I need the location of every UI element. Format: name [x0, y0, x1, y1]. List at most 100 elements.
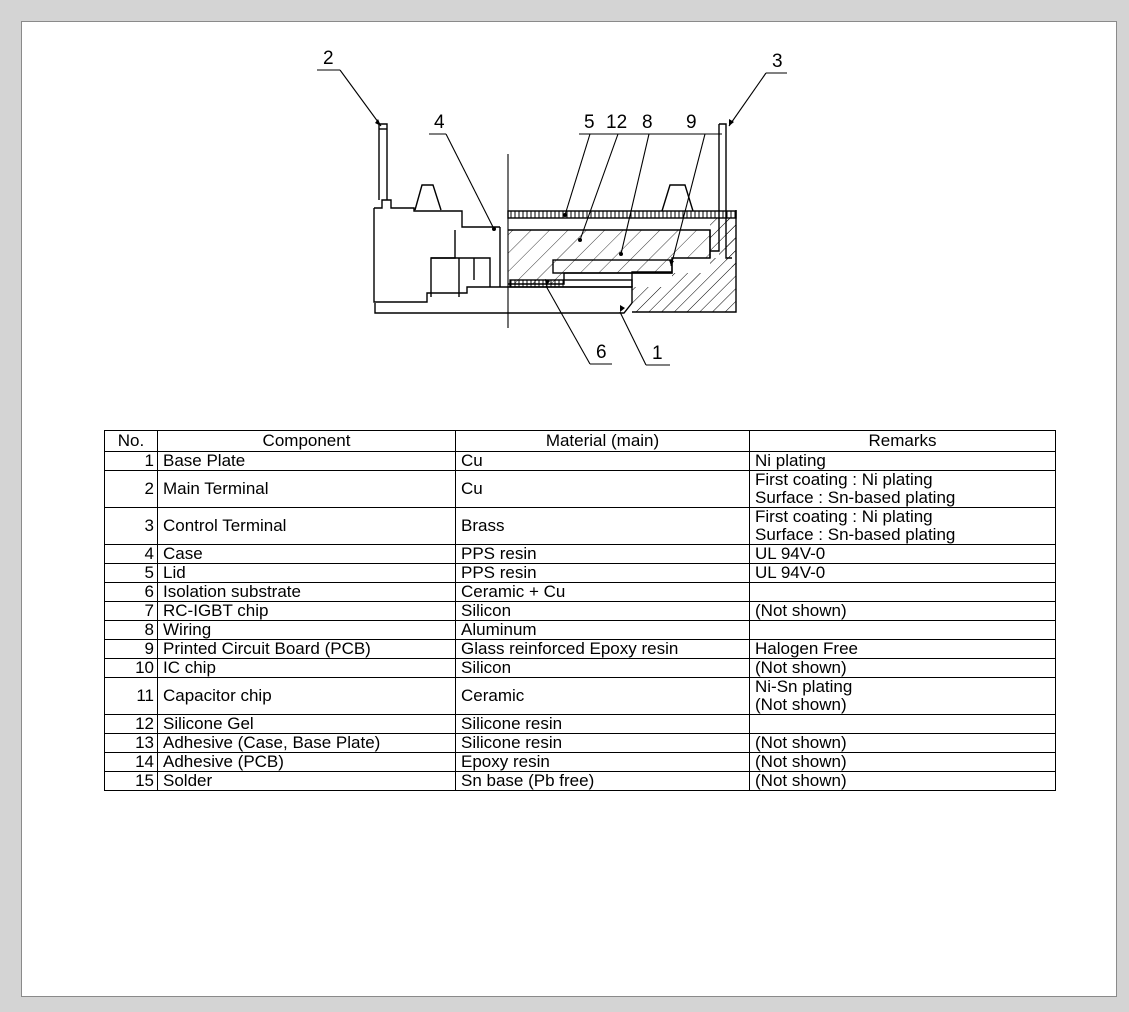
cell-remarks	[749, 620, 1056, 640]
cell-material: Cu	[455, 451, 750, 471]
remarks-line: (Not shown)	[755, 752, 847, 771]
label-8: 8	[642, 112, 653, 133]
remarks-line: (Not shown)	[755, 771, 847, 790]
cell-component: IC chip	[157, 658, 456, 678]
cell-material: Ceramic + Cu	[455, 582, 750, 602]
cell-component: Adhesive (Case, Base Plate)	[157, 733, 456, 753]
cell-no: 15	[104, 771, 158, 791]
remarks-line: Surface : Sn-based plating	[755, 488, 956, 507]
cell-no: 4	[104, 544, 158, 564]
cell-remarks: (Not shown)	[749, 771, 1056, 791]
cell-material: PPS resin	[455, 563, 750, 583]
header-remarks: Remarks	[749, 430, 1056, 452]
remarks-line: (Not shown)	[755, 601, 847, 620]
label-5: 5	[584, 112, 595, 133]
cell-no: 11	[104, 677, 158, 715]
label-1: 1	[652, 343, 663, 364]
cell-component: Adhesive (PCB)	[157, 752, 456, 772]
remarks-line: UL 94V-0	[755, 544, 826, 563]
cell-no: 2	[104, 470, 158, 508]
remarks-line: First coating : Ni plating	[755, 470, 933, 489]
cell-material: Ceramic	[455, 677, 750, 715]
cell-no: 13	[104, 733, 158, 753]
cell-remarks: Ni plating	[749, 451, 1056, 471]
cell-no: 7	[104, 601, 158, 621]
cell-component: Lid	[157, 563, 456, 583]
label-12: 12	[606, 112, 627, 133]
header-no: No.	[104, 430, 158, 452]
cell-material: Sn base (Pb free)	[455, 771, 750, 791]
cell-remarks: (Not shown)	[749, 658, 1056, 678]
cell-material: Epoxy resin	[455, 752, 750, 772]
table-header-row: No. Component Material (main) Remarks	[104, 430, 1056, 452]
cell-no: 9	[104, 639, 158, 659]
cell-remarks: UL 94V-0	[749, 563, 1056, 583]
header-component: Component	[157, 430, 456, 452]
cell-remarks: (Not shown)	[749, 733, 1056, 753]
remarks-line: Surface : Sn-based plating	[755, 525, 956, 544]
remarks-line: (Not shown)	[755, 733, 847, 752]
label-6: 6	[596, 342, 607, 363]
cell-no: 14	[104, 752, 158, 772]
cell-remarks: UL 94V-0	[749, 544, 1056, 564]
cell-remarks: (Not shown)	[749, 752, 1056, 772]
cell-component: Isolation substrate	[157, 582, 456, 602]
cell-material: Cu	[455, 470, 750, 508]
cell-component: RC-IGBT chip	[157, 601, 456, 621]
cell-component: Solder	[157, 771, 456, 791]
cell-remarks: Ni-Sn plating(Not shown)	[749, 677, 1056, 715]
cell-no: 12	[104, 714, 158, 734]
cell-component: Capacitor chip	[157, 677, 456, 715]
cell-no: 1	[104, 451, 158, 471]
cell-material: Silicone resin	[455, 733, 750, 753]
cell-remarks: (Not shown)	[749, 601, 1056, 621]
cell-remarks: Halogen Free	[749, 639, 1056, 659]
cell-no: 10	[104, 658, 158, 678]
cell-component: Main Terminal	[157, 470, 456, 508]
cross-section-drawing: 2 3 4 5 12 8 9 6 1	[317, 48, 787, 366]
cell-component: Silicone Gel	[157, 714, 456, 734]
cell-component: Control Terminal	[157, 507, 456, 545]
label-3: 3	[772, 51, 783, 72]
remarks-line: Ni plating	[755, 451, 826, 470]
cell-material: Silicon	[455, 601, 750, 621]
remarks-line: Halogen Free	[755, 639, 859, 658]
cell-material: Silicone resin	[455, 714, 750, 734]
document-sheet: 2 3 4 5 12 8 9 6 1 No. Component Materia…	[21, 21, 1117, 997]
cell-remarks	[749, 714, 1056, 734]
remarks-line: UL 94V-0	[755, 563, 826, 582]
label-2: 2	[323, 48, 334, 69]
label-4: 4	[434, 112, 445, 133]
cell-material: Aluminum	[455, 620, 750, 640]
cell-no: 5	[104, 563, 158, 583]
header-material: Material (main)	[455, 430, 750, 452]
cell-component: Case	[157, 544, 456, 564]
cell-material: Brass	[455, 507, 750, 545]
remarks-line: Ni-Sn plating	[755, 677, 853, 696]
cell-material: Silicon	[455, 658, 750, 678]
cell-no: 6	[104, 582, 158, 602]
remarks-line: (Not shown)	[755, 695, 847, 714]
cell-no: 3	[104, 507, 158, 545]
remarks-line: First coating : Ni plating	[755, 507, 933, 526]
cell-component: Base Plate	[157, 451, 456, 471]
cell-material: Glass reinforced Epoxy resin	[455, 639, 750, 659]
label-9: 9	[686, 112, 697, 133]
